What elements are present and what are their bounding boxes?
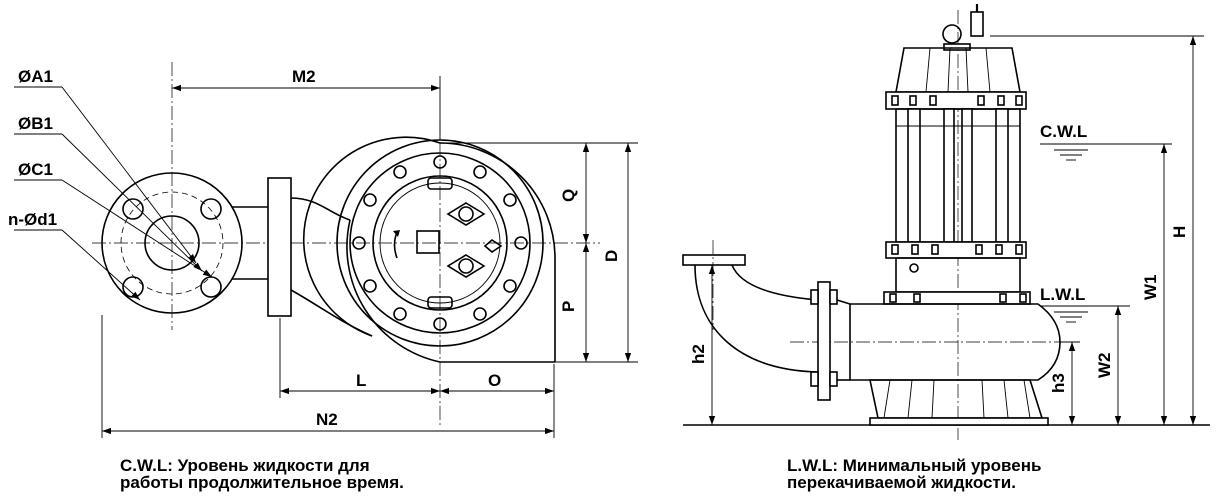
cable-and-lifting-eye xyxy=(942,4,984,51)
caption-cwl-line-1: C.W.L: Уровень жидкости для xyxy=(120,456,370,475)
label-d: D xyxy=(602,250,621,262)
label-p: P xyxy=(559,301,578,312)
caption-lwl-line-2: перекачиваемой жидкости. xyxy=(787,473,1016,492)
discharge-elbow xyxy=(682,240,851,401)
dimension-n2 xyxy=(101,315,555,438)
label-c1: ØC1 xyxy=(18,160,53,179)
label-w1: W1 xyxy=(1141,275,1160,301)
dimension-l-o xyxy=(279,318,555,398)
pump-casing xyxy=(849,303,1061,426)
label-m2: M2 xyxy=(292,67,316,86)
label-cwl: C.W.L xyxy=(1040,122,1087,141)
label-lwl: L.W.L xyxy=(1040,285,1085,304)
dimension-m2 xyxy=(172,76,441,140)
label-h: H xyxy=(1170,226,1189,238)
motor-body xyxy=(883,47,1031,305)
side-view: C.W.L L.W.L H W1 W2 h3 h2 xyxy=(682,4,1210,440)
motor-cover xyxy=(352,155,528,331)
label-q: Q xyxy=(559,189,578,202)
caption-lwl: L.W.L: Минимальный уровень перекачиваемо… xyxy=(787,457,1041,491)
dimension-q-p-d xyxy=(446,142,638,363)
label-h3: h3 xyxy=(1049,373,1068,393)
cwl-indicator xyxy=(1040,143,1172,161)
label-d1: n-Ød1 xyxy=(8,210,57,229)
caption-lwl-line-1: L.W.L: Минимальный уровень xyxy=(787,456,1042,475)
plan-view: ØA1 ØB1 ØC1 n-Ød1 M2 L O N2 xyxy=(8,62,638,438)
label-l: L xyxy=(356,371,366,390)
pump-volute xyxy=(302,136,556,363)
label-w2: W2 xyxy=(1095,353,1114,379)
discharge-pipe xyxy=(232,177,373,337)
label-b1: ØB1 xyxy=(18,114,53,133)
label-h2: h2 xyxy=(689,344,708,364)
caption-cwl: C.W.L: Уровень жидкости для работы продо… xyxy=(120,457,404,491)
flange-callout-leaders xyxy=(14,86,213,301)
label-o: O xyxy=(488,371,501,390)
label-n2: N2 xyxy=(316,410,338,429)
caption-cwl-line-2: работы продолжительное время. xyxy=(120,473,404,492)
discharge-flange xyxy=(101,172,243,314)
dimension-h-w1-w2-h3 xyxy=(990,35,1204,425)
label-a1: ØA1 xyxy=(18,67,53,86)
